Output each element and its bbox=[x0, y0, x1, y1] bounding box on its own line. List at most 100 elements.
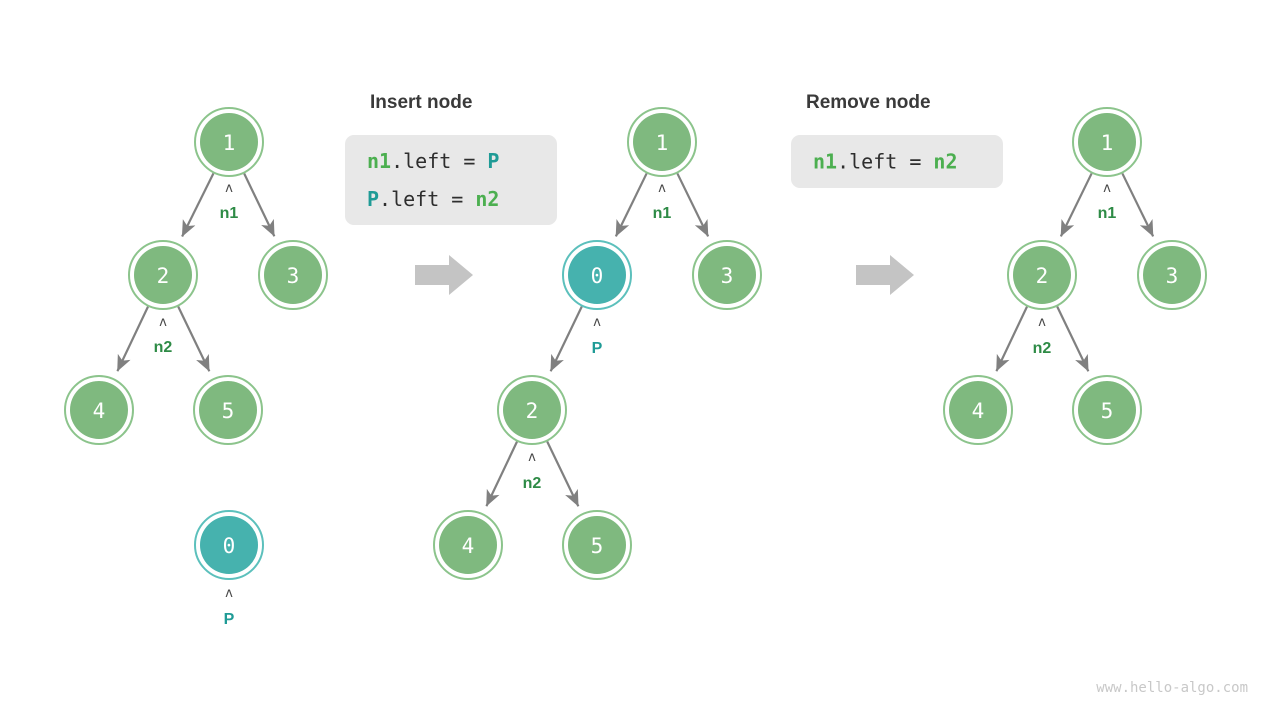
node-value-label: 0 bbox=[591, 264, 604, 288]
code-token: .left = bbox=[837, 150, 933, 174]
node-circle bbox=[439, 516, 497, 574]
node-circle bbox=[633, 113, 691, 171]
node-value-label: 0 bbox=[223, 534, 236, 558]
tree-edge-before-node-2-to-node-5 bbox=[177, 306, 211, 372]
step-arrows-layer bbox=[415, 255, 914, 295]
node-outer-ring bbox=[1072, 375, 1142, 445]
node-circle bbox=[70, 381, 128, 439]
pointer-label-before-n2: n2 bbox=[154, 339, 173, 356]
step-arrow-2 bbox=[856, 255, 914, 295]
tree-node-before-0[interactable]: 0 bbox=[194, 510, 264, 580]
pointer-caret-icon: ʌ bbox=[225, 181, 233, 196]
code-token: P bbox=[487, 149, 499, 173]
tree-edge-insert-node-2-to-node-4 bbox=[485, 441, 519, 507]
tree-node-before-5[interactable]: 5 bbox=[193, 375, 263, 445]
node-circle bbox=[949, 381, 1007, 439]
pointer-caret-icon: ʌ bbox=[159, 315, 167, 330]
node-outer-ring bbox=[64, 375, 134, 445]
tree-node-remove-1[interactable]: 1 bbox=[1072, 107, 1142, 177]
tree-edge-remove-node-2-to-node-5 bbox=[1056, 306, 1090, 372]
pointer-caret-icon: ʌ bbox=[225, 586, 233, 601]
pointer-label-insert-P: P bbox=[592, 340, 603, 357]
tree-node-insert-4[interactable]: 4 bbox=[433, 510, 503, 580]
step-arrow-1 bbox=[415, 255, 473, 295]
pointer-label-remove-n2: n2 bbox=[1033, 340, 1052, 357]
tree-node-remove-4[interactable]: 4 bbox=[943, 375, 1013, 445]
node-outer-ring bbox=[627, 107, 697, 177]
pointer-label-before-n1: n1 bbox=[220, 205, 239, 222]
nodes-layer: 1 2 3 4 5 0 1 0 3 2 4 5 1 2 3 4 5 bbox=[64, 107, 1207, 580]
tree-edge-insert-node-2-to-node-5 bbox=[546, 441, 580, 507]
node-value-label: 3 bbox=[287, 264, 300, 288]
node-circle bbox=[134, 246, 192, 304]
tree-node-before-1[interactable]: 1 bbox=[194, 107, 264, 177]
tree-node-before-2[interactable]: 2 bbox=[128, 240, 198, 310]
node-value-label: 2 bbox=[157, 264, 170, 288]
node-circle bbox=[1078, 381, 1136, 439]
edges-layer bbox=[116, 172, 1155, 507]
node-circle bbox=[503, 381, 561, 439]
node-outer-ring bbox=[943, 375, 1013, 445]
node-circle bbox=[1013, 246, 1071, 304]
pointer-caret-icon: ʌ bbox=[658, 181, 666, 196]
node-outer-ring bbox=[194, 107, 264, 177]
node-value-label: 5 bbox=[222, 399, 235, 423]
tree-node-remove-2[interactable]: 2 bbox=[1007, 240, 1077, 310]
node-circle bbox=[1078, 113, 1136, 171]
node-outer-ring bbox=[692, 240, 762, 310]
pointer-label-remove-n1: n1 bbox=[1098, 205, 1117, 222]
pointer-caret-icon: ʌ bbox=[1103, 181, 1111, 196]
pointer-label-before-P: P bbox=[224, 611, 235, 628]
node-value-label: 4 bbox=[93, 399, 106, 423]
node-circle bbox=[200, 113, 258, 171]
node-value-label: 3 bbox=[1166, 264, 1179, 288]
node-circle bbox=[199, 381, 257, 439]
node-value-label: 4 bbox=[972, 399, 985, 423]
node-outer-ring bbox=[1007, 240, 1077, 310]
pointer-caret-icon: ʌ bbox=[1038, 315, 1046, 330]
code-box-insert bbox=[345, 135, 557, 225]
pointer-label-insert-n1: n1 bbox=[653, 205, 672, 222]
tree-edge-insert-node-1-to-node-3 bbox=[676, 172, 710, 237]
node-circle bbox=[264, 246, 322, 304]
node-circle bbox=[200, 516, 258, 574]
panel-title-insert: Insert node bbox=[370, 92, 472, 113]
code-box-remove bbox=[791, 135, 1003, 188]
node-outer-ring bbox=[433, 510, 503, 580]
tree-node-insert-1[interactable]: 1 bbox=[627, 107, 697, 177]
tree-node-before-4[interactable]: 4 bbox=[64, 375, 134, 445]
node-circle bbox=[568, 246, 626, 304]
node-value-label: 4 bbox=[462, 534, 475, 558]
node-circle bbox=[698, 246, 756, 304]
tree-node-remove-3[interactable]: 3 bbox=[1137, 240, 1207, 310]
tree-edge-remove-node-1-to-node-3 bbox=[1121, 172, 1155, 237]
tree-edge-remove-node-2-to-node-4 bbox=[995, 306, 1029, 372]
tree-node-insert-0[interactable]: 0 bbox=[562, 240, 632, 310]
node-outer-ring bbox=[1137, 240, 1207, 310]
tree-node-remove-5[interactable]: 5 bbox=[1072, 375, 1142, 445]
node-value-label: 1 bbox=[1101, 131, 1114, 155]
node-value-label: 5 bbox=[591, 534, 604, 558]
tree-node-insert-2[interactable]: 2 bbox=[497, 375, 567, 445]
tree-node-insert-3[interactable]: 3 bbox=[692, 240, 762, 310]
node-outer-ring bbox=[497, 375, 567, 445]
pointer-label-insert-n2: n2 bbox=[523, 475, 542, 492]
tree-node-before-3[interactable]: 3 bbox=[258, 240, 328, 310]
node-circle bbox=[568, 516, 626, 574]
node-value-label: 2 bbox=[526, 399, 539, 423]
node-outer-ring bbox=[194, 510, 264, 580]
code-token: n1 bbox=[813, 150, 837, 174]
node-value-label: 1 bbox=[223, 131, 236, 155]
tree-node-insert-5[interactable]: 5 bbox=[562, 510, 632, 580]
code-line-remove-0: n1.left = n2 bbox=[813, 150, 958, 174]
code-token: .left = bbox=[391, 149, 487, 173]
node-value-label: 2 bbox=[1036, 264, 1049, 288]
tree-edge-before-node-1-to-node-3 bbox=[243, 173, 276, 237]
node-outer-ring bbox=[562, 510, 632, 580]
tree-edge-remove-node-1-to-node-2 bbox=[1059, 172, 1093, 237]
